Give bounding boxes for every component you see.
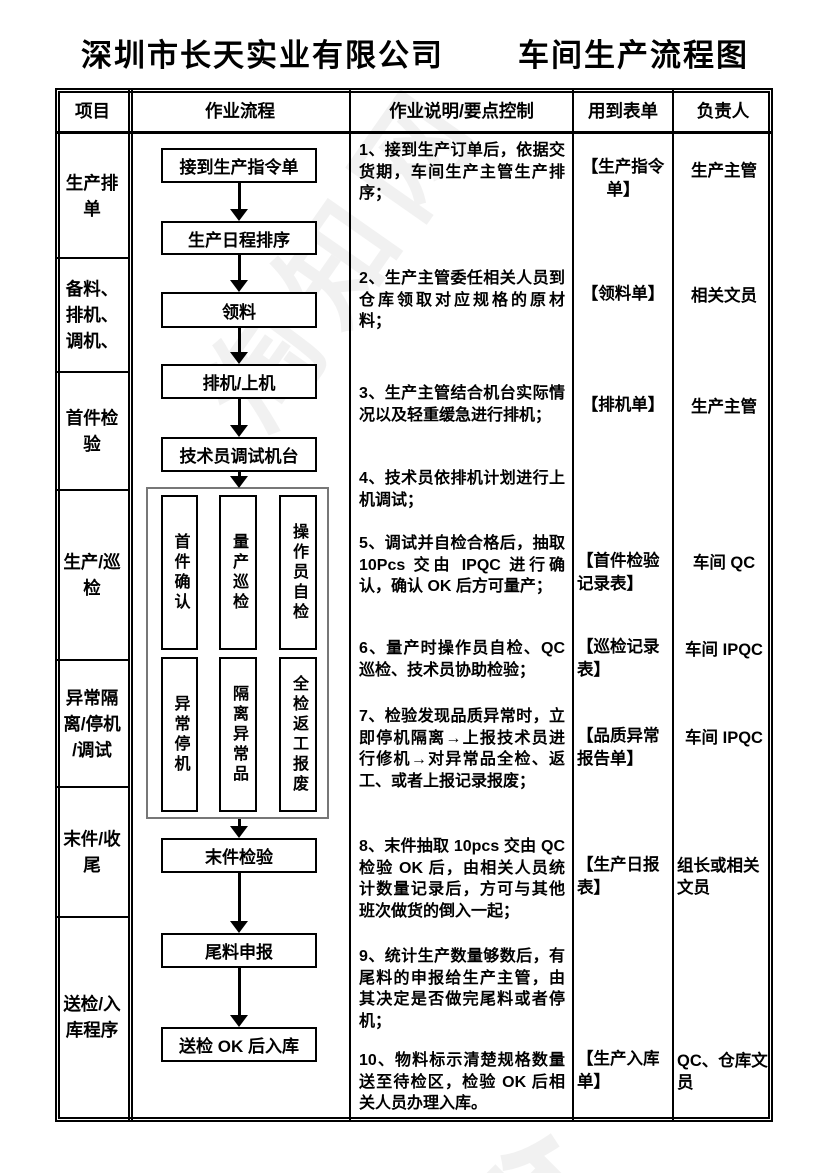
row-divider — [57, 371, 128, 373]
step-description: 8、末件抽取 10pcs 交由 QC检验 OK 后，由相关人员统计数量记录后，方… — [359, 838, 565, 920]
parallel-task-box: 全检返工报废 — [279, 657, 317, 812]
row-divider — [57, 489, 128, 491]
col-header-owner: 负责人 — [696, 100, 750, 121]
responsible-person: 车间 QC — [692, 554, 756, 572]
down-arrow-icon — [230, 472, 248, 488]
responsible-person: 生产主管 — [691, 162, 757, 180]
flow-step-box: 排机/上机 — [161, 364, 317, 399]
down-arrow-icon — [230, 819, 248, 838]
step-description: 7、检验发现品质异常时，立即停机隔离→上报技术员进行修机→对异常品全检、返工、或… — [359, 708, 565, 790]
step-description: 9、统计生产数量够数后，有尾料的申报给生产主管，由其决定是否做完尾料或者停机； — [359, 948, 565, 1030]
down-arrow-icon — [230, 399, 248, 437]
down-arrow-icon — [230, 328, 248, 364]
step-description: 3、生产主管结合机台实际情况以及轻重缓急进行排机； — [359, 385, 565, 424]
column-divider — [672, 88, 674, 1122]
col-header-form: 用到表单 — [588, 100, 658, 121]
parallel-task-box: 隔离异常品 — [219, 657, 257, 812]
page-title: 深圳市长天实业有限公司 车间生产流程图 — [0, 30, 830, 75]
step-description: 6、量产时操作员自检、QC 巡检、技术员协助检验； — [359, 640, 565, 679]
step-description: 10、物料标示清楚规格数量送至待检区，检验 OK 后相关人员办理入库。 — [359, 1052, 565, 1112]
form-reference: 【生产日报表】 — [577, 856, 660, 897]
row-divider — [57, 659, 128, 661]
parallel-task-box: 量产巡检 — [219, 495, 257, 650]
form-reference: 【品质异常报告单】 — [577, 727, 660, 768]
step-description: 4、技术员依排机计划进行上机调试； — [359, 470, 565, 509]
responsible-person: 相关文员 — [691, 287, 757, 305]
column-divider — [572, 88, 574, 1122]
row-divider — [57, 257, 128, 259]
responsible-person: 组长或相关文员 — [677, 857, 760, 897]
col-header-desc: 作业说明/要点控制 — [389, 100, 534, 121]
row-divider — [57, 916, 128, 918]
down-arrow-icon — [230, 967, 248, 1027]
category-cell: 备料、 排机、 调机、 — [65, 279, 119, 351]
parallel-group-frame — [146, 487, 329, 819]
responsible-person: 生产主管 — [691, 398, 757, 416]
flow-step-box: 生产日程排序 — [161, 221, 317, 255]
table-outer-border — [55, 88, 773, 1122]
category-cell: 送检/入 库程序 — [63, 994, 121, 1040]
form-reference: 【巡检记录表】 — [577, 638, 660, 679]
flow-step-box: 尾料申报 — [161, 933, 317, 968]
down-arrow-icon — [230, 183, 248, 221]
form-reference: 【领料单】 — [581, 285, 665, 303]
category-cell: 生产/巡 检 — [63, 552, 121, 598]
parallel-task-box: 首件确认 — [161, 495, 198, 650]
header-divider — [55, 131, 773, 134]
form-reference: 【排机单】 — [581, 396, 665, 414]
column-divider — [349, 88, 351, 1122]
form-reference: 【首件检验记录表】 — [577, 552, 660, 593]
flow-step-box: 技术员调试机台 — [161, 437, 317, 472]
column-divider-thick — [128, 88, 133, 1122]
category-cell: 异常隔 离/停机 /调试 — [63, 687, 121, 760]
form-reference: 【生产入库单】 — [577, 1050, 660, 1091]
responsible-person: QC、仓库文员 — [677, 1052, 768, 1092]
flow-step-box: 领料 — [161, 292, 317, 328]
flow-step-box: 接到生产指令单 — [161, 148, 317, 183]
responsible-person: 车间 IPQC — [685, 729, 763, 747]
step-description: 1、接到生产订单后，依据交货期，车间生产主管生产排序； — [359, 142, 565, 202]
category-cell: 首件检 验 — [65, 408, 119, 454]
step-description: 2、生产主管委任相关人员到仓库领取对应规格的原材料； — [359, 270, 565, 330]
category-cell: 生产排 单 — [65, 172, 119, 219]
step-description: 5、调试并自检合格后，抽取 10Pcs 交由 IPQC 进行确认，确认 OK 后… — [359, 535, 565, 595]
flow-step-box: 送检 OK 后入库 — [161, 1027, 317, 1062]
doc-title: 车间生产流程图 — [518, 38, 749, 73]
down-arrow-icon — [230, 873, 248, 933]
col-header-flow: 作业流程 — [205, 100, 275, 121]
responsible-person: 车间 IPQC — [685, 641, 763, 659]
row-divider — [57, 786, 128, 788]
parallel-task-box: 操作员自检 — [279, 495, 317, 650]
category-cell: 末件/收 尾 — [63, 829, 121, 875]
company-name: 深圳市长天实业有限公司 — [81, 38, 444, 73]
col-header-item: 项目 — [75, 100, 110, 121]
form-reference: 【生产指令单】 — [581, 158, 665, 199]
flow-step-box: 末件检验 — [161, 838, 317, 873]
parallel-task-box: 异常停机 — [161, 657, 198, 812]
down-arrow-icon — [230, 255, 248, 292]
